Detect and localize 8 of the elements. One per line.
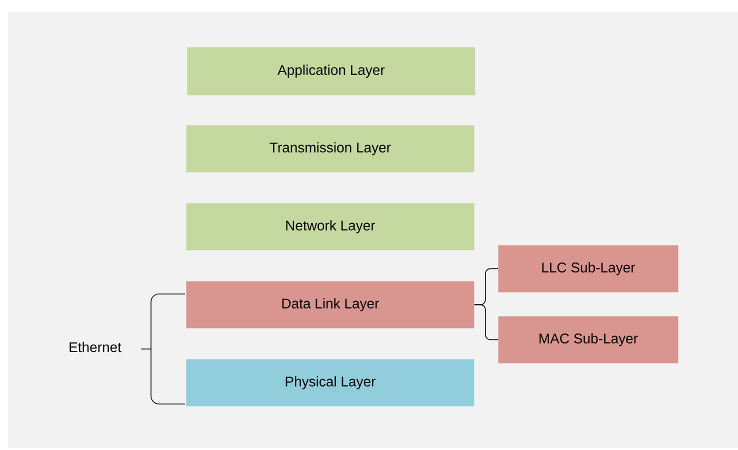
layer-box: Network Layer	[186, 203, 474, 250]
layer-box: LLC Sub-Layer	[498, 245, 678, 292]
layer-box: Application Layer	[187, 47, 476, 96]
layer-box: Data Link Layer	[186, 281, 474, 328]
layer-box: Physical Layer	[186, 359, 474, 406]
group-label: Ethernet	[70, 342, 122, 352]
layer-box: Transmission Layer	[186, 125, 474, 172]
layer-box: MAC Sub-Layer	[498, 316, 678, 364]
